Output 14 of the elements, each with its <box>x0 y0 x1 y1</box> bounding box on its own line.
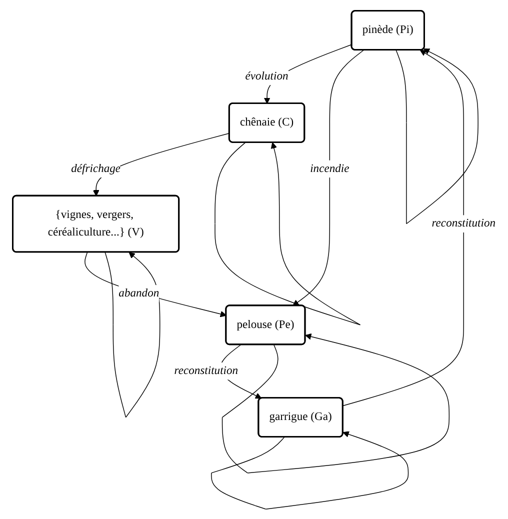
edge-label: incendie <box>310 162 350 174</box>
arrow <box>222 333 450 473</box>
arrow <box>292 49 364 306</box>
edge-label: défrichage <box>70 162 120 174</box>
edge-label: abandon <box>118 286 159 299</box>
arrow <box>210 430 408 509</box>
arrow <box>214 142 360 325</box>
edge-label: évolution <box>245 69 288 82</box>
arrow <box>342 49 464 406</box>
arrow <box>84 251 226 317</box>
edge-label: reconstitution <box>432 216 496 230</box>
arrow <box>104 251 160 418</box>
edge-label: reconstitution <box>174 364 238 376</box>
arrow <box>396 48 478 224</box>
